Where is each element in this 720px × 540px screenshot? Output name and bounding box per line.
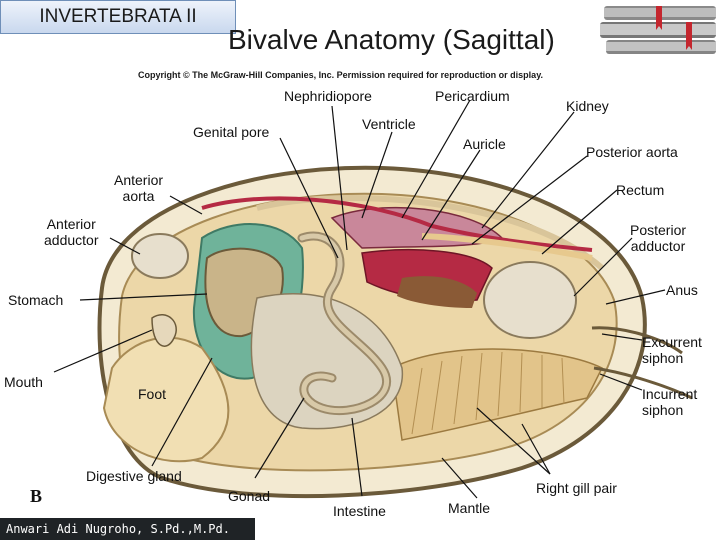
books-decoration-icon bbox=[600, 6, 716, 54]
bivalve-diagram: Copyright © The McGraw-Hill Companies, I… bbox=[2, 68, 718, 540]
label-mantle: Mantle bbox=[448, 500, 491, 516]
label-gonad: Gonad bbox=[228, 488, 271, 504]
label-mouth: Mouth bbox=[4, 374, 43, 390]
label-foot: Foot bbox=[138, 386, 167, 402]
label-excurrent-siphon: Excurrent siphon bbox=[642, 334, 702, 366]
author-credit: Anwari Adi Nugroho, S.Pd.,M.Pd. bbox=[0, 518, 255, 540]
label-ventricle: Ventricle bbox=[362, 116, 416, 132]
label-pericardium: Pericardium bbox=[435, 88, 510, 104]
bivalve-illustration bbox=[53, 99, 693, 499]
label-right-gill-pair: Right gill pair bbox=[536, 480, 617, 496]
label-intestine: Intestine bbox=[333, 503, 386, 519]
label-anterior-adductor: Anterior adductor bbox=[44, 216, 99, 248]
label-stomach: Stomach bbox=[8, 292, 64, 308]
chapter-tag: INVERTEBRATA II bbox=[0, 0, 236, 34]
slide-title: Bivalve Anatomy (Sagittal) bbox=[228, 24, 555, 55]
label-posterior-aorta: Posterior aorta bbox=[586, 144, 678, 160]
label-posterior-adductor: Posterior adductor bbox=[630, 222, 687, 254]
label-digestive-gland: Digestive gland bbox=[86, 468, 182, 484]
label-kidney: Kidney bbox=[566, 98, 609, 114]
label-auricle: Auricle bbox=[463, 136, 506, 152]
figure-panel-letter: B bbox=[30, 486, 43, 506]
label-genital-pore: Genital pore bbox=[193, 124, 270, 140]
label-anus: Anus bbox=[666, 282, 698, 298]
label-anterior-aorta: Anterior aorta bbox=[114, 172, 164, 204]
copyright-notice: Copyright © The McGraw-Hill Companies, I… bbox=[138, 70, 544, 80]
label-nephridiopore: Nephridiopore bbox=[284, 88, 372, 104]
label-incurrent-siphon: Incurrent siphon bbox=[642, 386, 698, 418]
label-rectum: Rectum bbox=[616, 182, 665, 198]
